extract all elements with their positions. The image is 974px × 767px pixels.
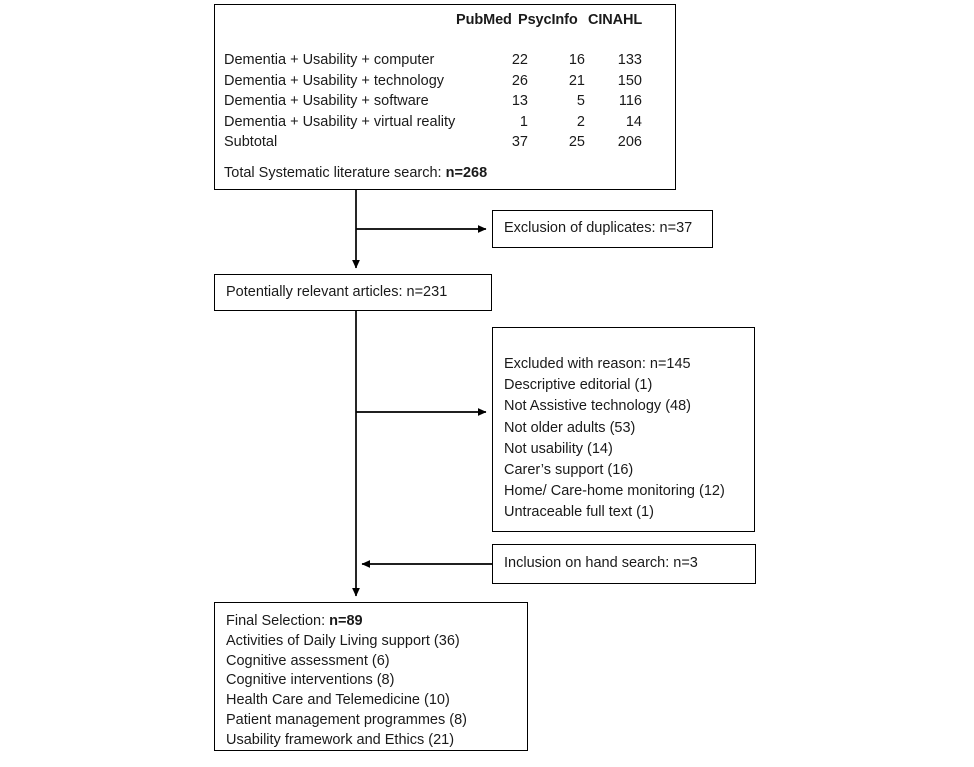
list-item: Activities of Daily Living support (36) (226, 632, 460, 649)
cell-pubmed: 37 (511, 134, 528, 151)
cell-pubmed: 26 (511, 72, 528, 89)
total-search-label: Total Systematic literature search: (224, 165, 446, 181)
cell-psycinfo: 16 (568, 52, 585, 68)
row-label: Subtotal (224, 134, 278, 151)
final-selection-box: Final Selection: n=89 Activities of Dail… (214, 602, 528, 751)
row-label: Dementia + Usability + technology (224, 72, 445, 89)
list-item: Cognitive assessment (6) (226, 652, 390, 669)
row-label: Dementia + Usability + virtual reality (224, 113, 456, 130)
list-item: Carer’s support (16) (504, 462, 634, 479)
list-item: Not usability (14) (504, 440, 613, 457)
list-item: Not older adults (53) (504, 419, 636, 436)
exclusion-duplicates-text: Exclusion of duplicates: n=37 (504, 220, 693, 236)
cell-psycinfo: 2 (576, 113, 585, 130)
table-row: Dementia + Usability + technology 26 21 … (224, 73, 668, 94)
cell-psycinfo: 25 (568, 134, 585, 151)
cell-cinahl: 116 (618, 93, 642, 110)
search-results-table: Dementia + Usability + computer 22 16 13… (224, 52, 668, 155)
table-row: Dementia + Usability + computer 22 16 13… (224, 52, 668, 73)
cell-cinahl: 14 (625, 113, 642, 130)
cell-cinahl: 206 (617, 134, 642, 151)
excluded-with-reason-box: Excluded with reason: n=145 Descriptive … (492, 327, 755, 532)
exclusion-duplicates-box: Exclusion of duplicates: n=37 (492, 210, 713, 248)
table-row: Dementia + Usability + virtual reality 1… (224, 114, 668, 135)
final-selection-value: n=89 (329, 613, 363, 629)
excluded-reason-list: Excluded with reason: n=145 Descriptive … (504, 354, 749, 524)
row-label: Dementia + Usability + computer (224, 52, 435, 68)
final-selection-label: Final Selection: (226, 613, 330, 629)
potentially-relevant-box: Potentially relevant articles: n=231 (214, 274, 492, 311)
column-header-pubmed: PubMed (456, 12, 512, 28)
list-item: Patient management programmes (8) (226, 711, 467, 728)
list-item: Excluded with reason: n=145 (504, 356, 691, 372)
hand-search-box: Inclusion on hand search: n=3 (492, 544, 756, 584)
cell-pubmed: 13 (511, 93, 528, 110)
list-item: Untraceable full text (1) (504, 504, 654, 521)
list-item: Health Care and Telemedicine (10) (226, 692, 450, 709)
table-row-subtotal: Subtotal 37 25 206 (224, 134, 668, 155)
hand-search-text: Inclusion on hand search: n=3 (504, 555, 698, 571)
list-item: Cognitive interventions (8) (226, 672, 395, 689)
cell-pubmed: 1 (519, 113, 528, 130)
total-search-line: Total Systematic literature search: n=26… (224, 165, 487, 181)
list-item: Usability framework and Ethics (21) (226, 731, 455, 748)
row-label: Dementia + Usability + software (224, 93, 429, 110)
total-search-value: n=268 (445, 165, 488, 181)
potentially-relevant-text: Potentially relevant articles: n=231 (226, 284, 448, 300)
search-results-box: PubMed PsycInfo CINAHL Dementia + Usabil… (214, 4, 676, 190)
list-item: Descriptive editorial (1) (504, 377, 653, 394)
list-item: Not Assistive technology (48) (504, 398, 691, 415)
cell-cinahl: 150 (617, 72, 642, 89)
cell-psycinfo: 21 (568, 72, 585, 89)
list-item: Home/ Care-home monitoring (12) (504, 483, 725, 500)
column-header-psycinfo: PsycInfo (518, 12, 578, 28)
cell-psycinfo: 5 (576, 93, 585, 110)
final-selection-heading: Final Selection: n=89 (226, 612, 524, 632)
final-selection-list: Final Selection: n=89 Activities of Dail… (226, 612, 524, 751)
column-header-cinahl: CINAHL (588, 12, 643, 28)
table-row: Dementia + Usability + software 13 5 116 (224, 93, 668, 114)
cell-cinahl: 133 (617, 52, 642, 68)
cell-pubmed: 22 (511, 52, 528, 68)
